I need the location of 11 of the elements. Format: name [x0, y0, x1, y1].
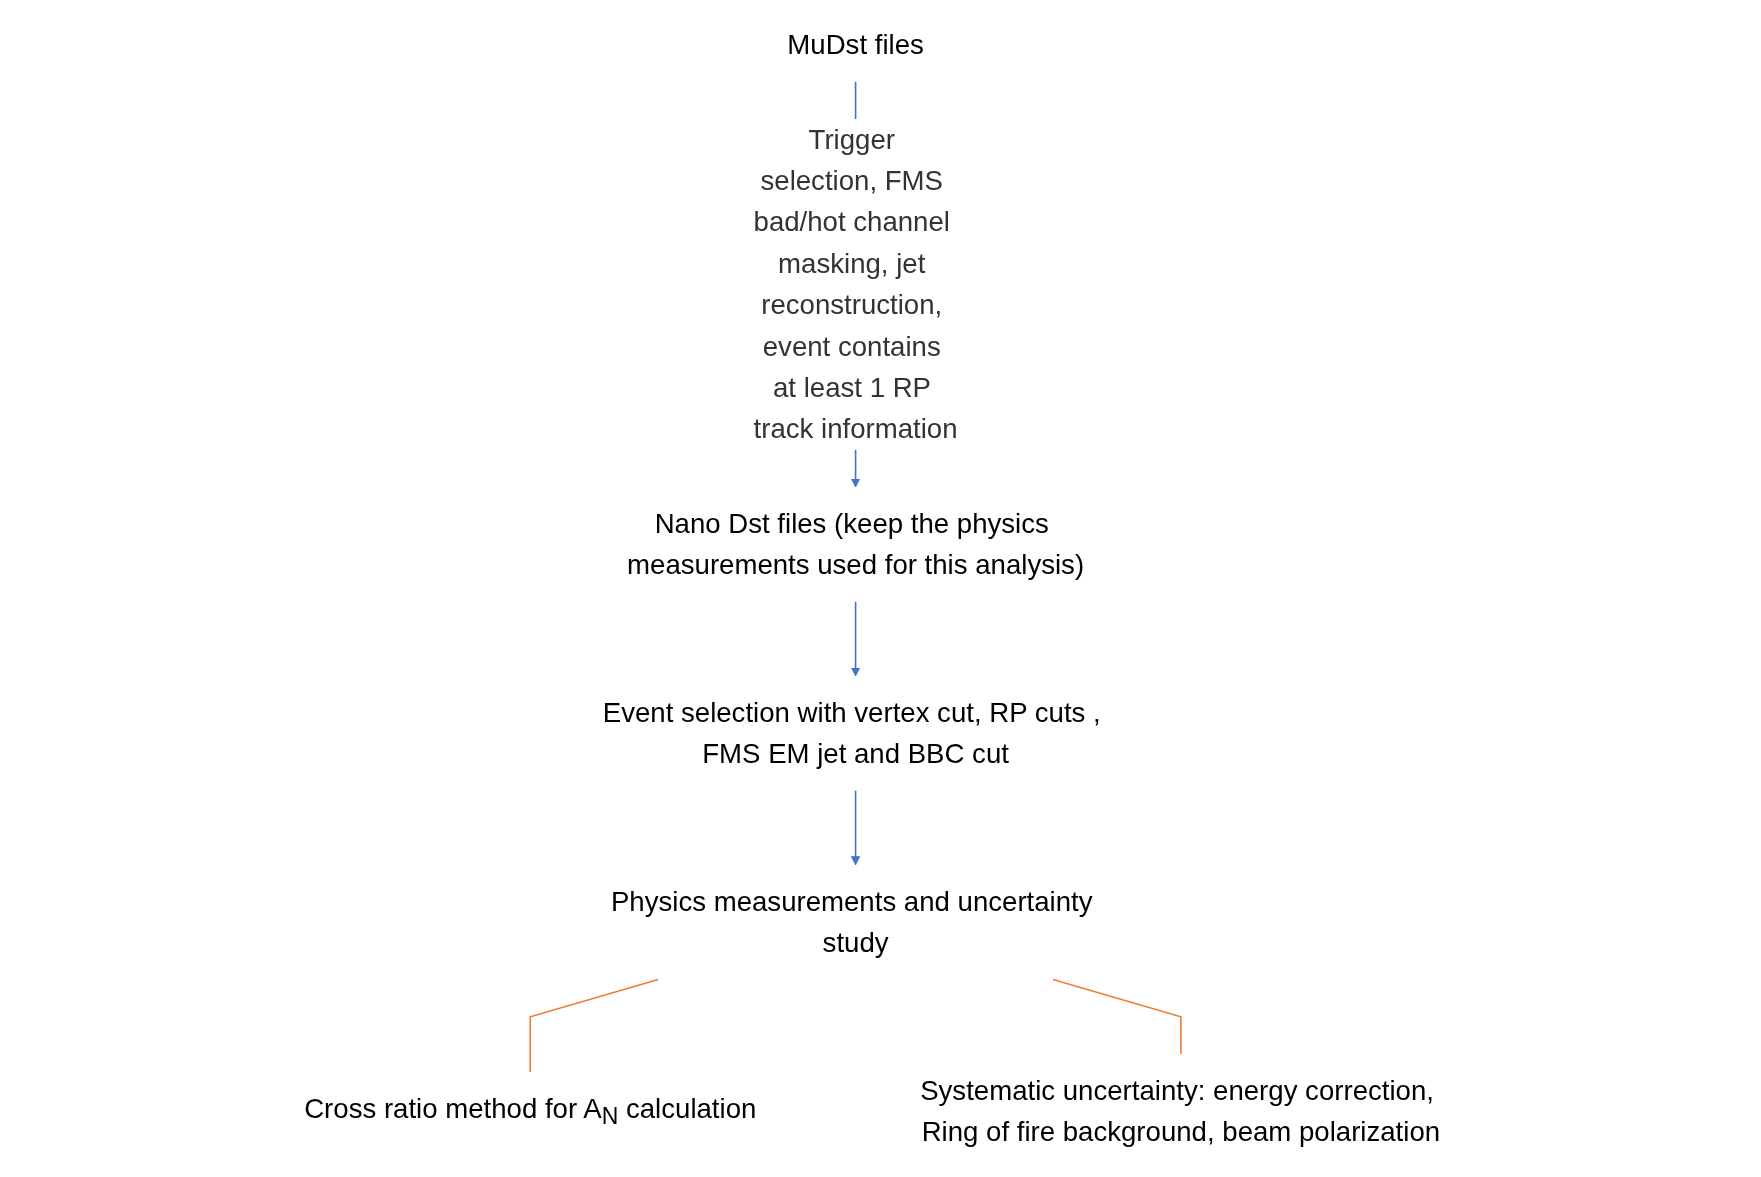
node-text: MuDst files — [787, 28, 924, 61]
connector — [1052, 978, 1182, 1055]
node-text: Systematic uncertainty: energy correction, Ring of fire background, beam polarization — [920, 1074, 1441, 1148]
edge-label: Trigger selection, FMS bad/hot channel masking, jet reconstruction, event contains at least 1 RP track information — [753, 123, 958, 445]
connector — [529, 978, 659, 1073]
arrow — [850, 600, 861, 677]
arrow — [850, 789, 861, 866]
node-text: Cross ratio method for A$_{N}$ calculation — [304, 1092, 757, 1130]
node-text: Nano Dst files (keep the physics measurements used for this analysis) — [627, 507, 1085, 581]
node-text: Physics measurements and uncertainty study — [610, 885, 1093, 959]
node-text: Event selection with vertex cut, RP cuts , FMS EM jet and BBC cut — [602, 696, 1101, 770]
